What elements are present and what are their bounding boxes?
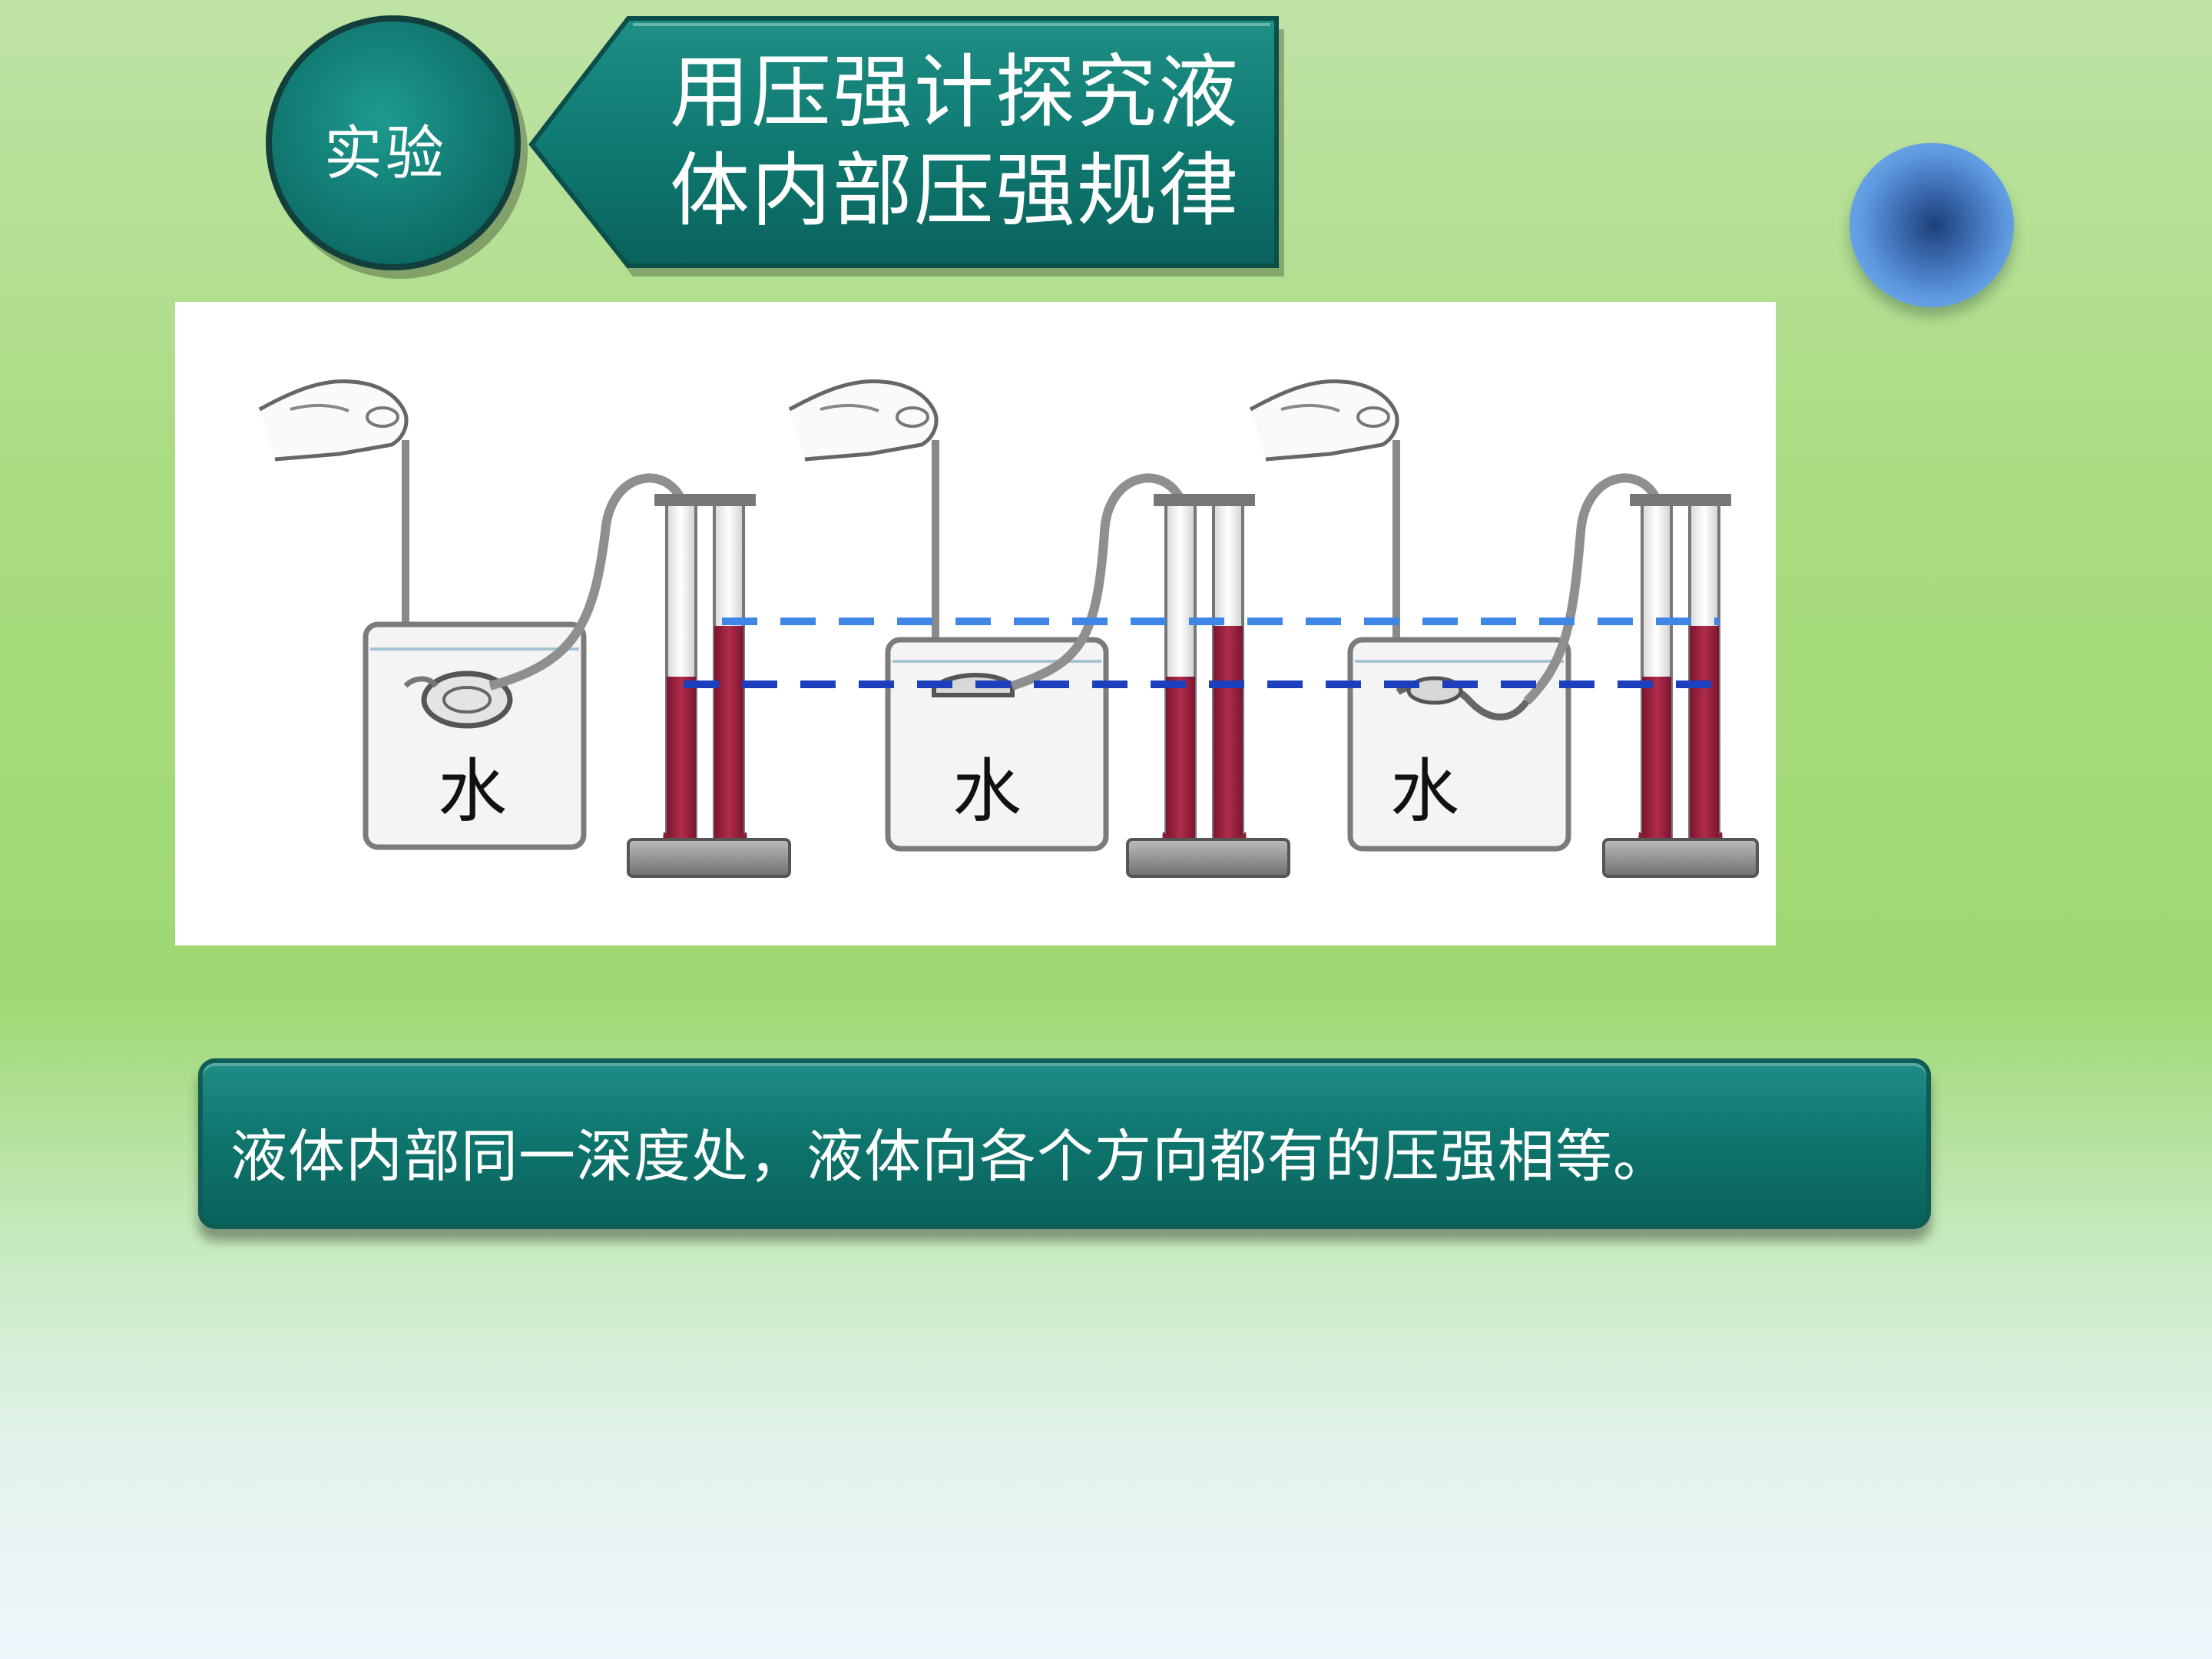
water-label-2: 水 [952,751,1022,832]
title-line-2: 体内部压强规律 [670,144,1240,237]
experiment-figure: 水 水 [175,302,1776,945]
conclusion-text: 液体内部同一深度处，液体向各个方向都有的压强相等。 [230,1124,1671,1190]
water-label-1: 水 [438,751,507,832]
hand-1 [258,379,409,462]
water-container-3 [1347,637,1571,852]
manometer-base-1 [627,838,791,878]
title-banner [528,16,1279,268]
header-graphic [266,15,1284,279]
probe-head-1 [421,671,513,729]
hand-2 [788,379,939,462]
page-title: 用压强计探究液 体内部压强规律 [670,43,1253,240]
conclusion-panel: 液体内部同一深度处，液体向各个方向都有的压强相等。 [198,1058,1931,1229]
badge-circle [266,15,521,270]
water-label-3: 水 [1390,751,1459,832]
setup-3: 水 [1249,379,1759,878]
manometer-base-3 [1602,838,1759,878]
decorative-orb [1849,143,2014,307]
manometer-base-2 [1126,838,1290,878]
setup-1: 水 [258,379,791,878]
setup-2: 水 [788,379,1290,878]
title-line-1: 用压强计探究液 [670,45,1240,139]
badge-label: 实验 [324,119,447,187]
hand-3 [1249,379,1399,462]
experiment-illustration: 水 水 [258,379,1759,878]
